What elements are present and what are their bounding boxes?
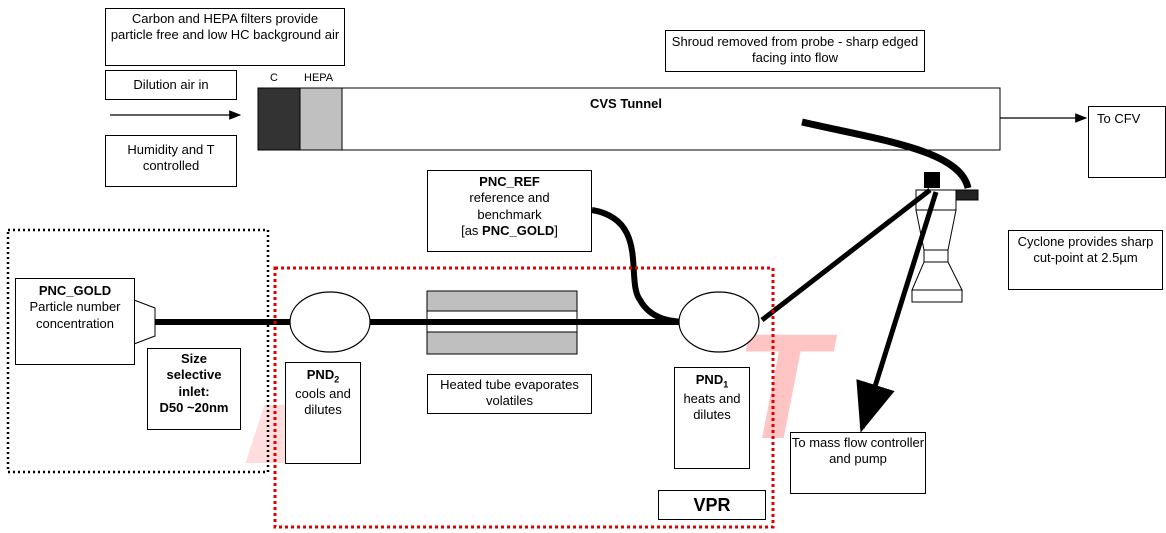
cyclone-note: Cyclone provides sharp cut-point at 2.5µ…	[1008, 230, 1163, 290]
heated-tube-top	[426, 290, 578, 312]
sample-probe-tube	[801, 118, 972, 190]
pnd1-title: PND1	[695, 372, 729, 390]
vpr-label: VPR	[658, 490, 766, 520]
heated-tube-label: Heated tube evaporates volatiles	[427, 374, 592, 414]
pnd2-box: PND2 cools and dilutes	[285, 362, 361, 464]
pnd2-title: PND2	[306, 367, 340, 385]
tunnel-label: CVS Tunnel	[590, 96, 662, 111]
pnc-ref-line2: benchmark	[477, 206, 542, 222]
filters-note: Carbon and HEPA filters provide particle…	[105, 8, 345, 66]
pnd1-ellipse	[678, 291, 760, 353]
pnc-ref-tube	[591, 207, 691, 325]
dilution-air-label: Dilution air in	[105, 70, 237, 100]
heated-tube-bottom	[426, 331, 578, 355]
shroud-note: Shroud removed from probe - sharp edged …	[665, 30, 925, 72]
pnd1-box: PND1 heats and dilutes	[674, 367, 750, 469]
filter-c-label: C	[270, 72, 278, 84]
inlet-nozzle	[133, 299, 156, 345]
pnc-gold-boundary	[6, 228, 270, 474]
pnc-gold-title: PNC_GOLD	[38, 283, 112, 298]
pnc-ref-line1: reference and	[469, 190, 550, 206]
pnd1-desc: heats and dilutes	[683, 390, 741, 423]
humidity-label: Humidity and T controlled	[105, 135, 237, 187]
vpr-boundary	[273, 266, 775, 529]
filter-hepa-label: HEPA	[304, 72, 334, 84]
cyclone-to-pnd1-tube	[760, 188, 932, 322]
to-cfv-label: To CFV	[1088, 106, 1166, 178]
pnc-ref-box: PNC_REF reference and benchmark [as PNC_…	[427, 170, 592, 252]
pnc-gold-box: PNC_GOLD Particle number concentration	[15, 278, 135, 365]
mass-flow-box: To mass flow controller and pump	[790, 432, 926, 494]
size-inlet-box: Size selective inlet: D50 ~20nm	[147, 348, 241, 430]
carbon-filter	[257, 87, 301, 151]
pnd2-ellipse	[289, 291, 371, 353]
pnc-ref-line3: [as PNC_GOLD]	[461, 222, 558, 238]
mass-flow-line	[856, 191, 939, 433]
hepa-filter	[299, 87, 343, 151]
pnc-ref-title: PNC_REF	[479, 174, 540, 189]
pnc-gold-desc: Particle number concentration	[29, 299, 121, 331]
pnd2-desc: cools and dilutes	[295, 385, 351, 418]
